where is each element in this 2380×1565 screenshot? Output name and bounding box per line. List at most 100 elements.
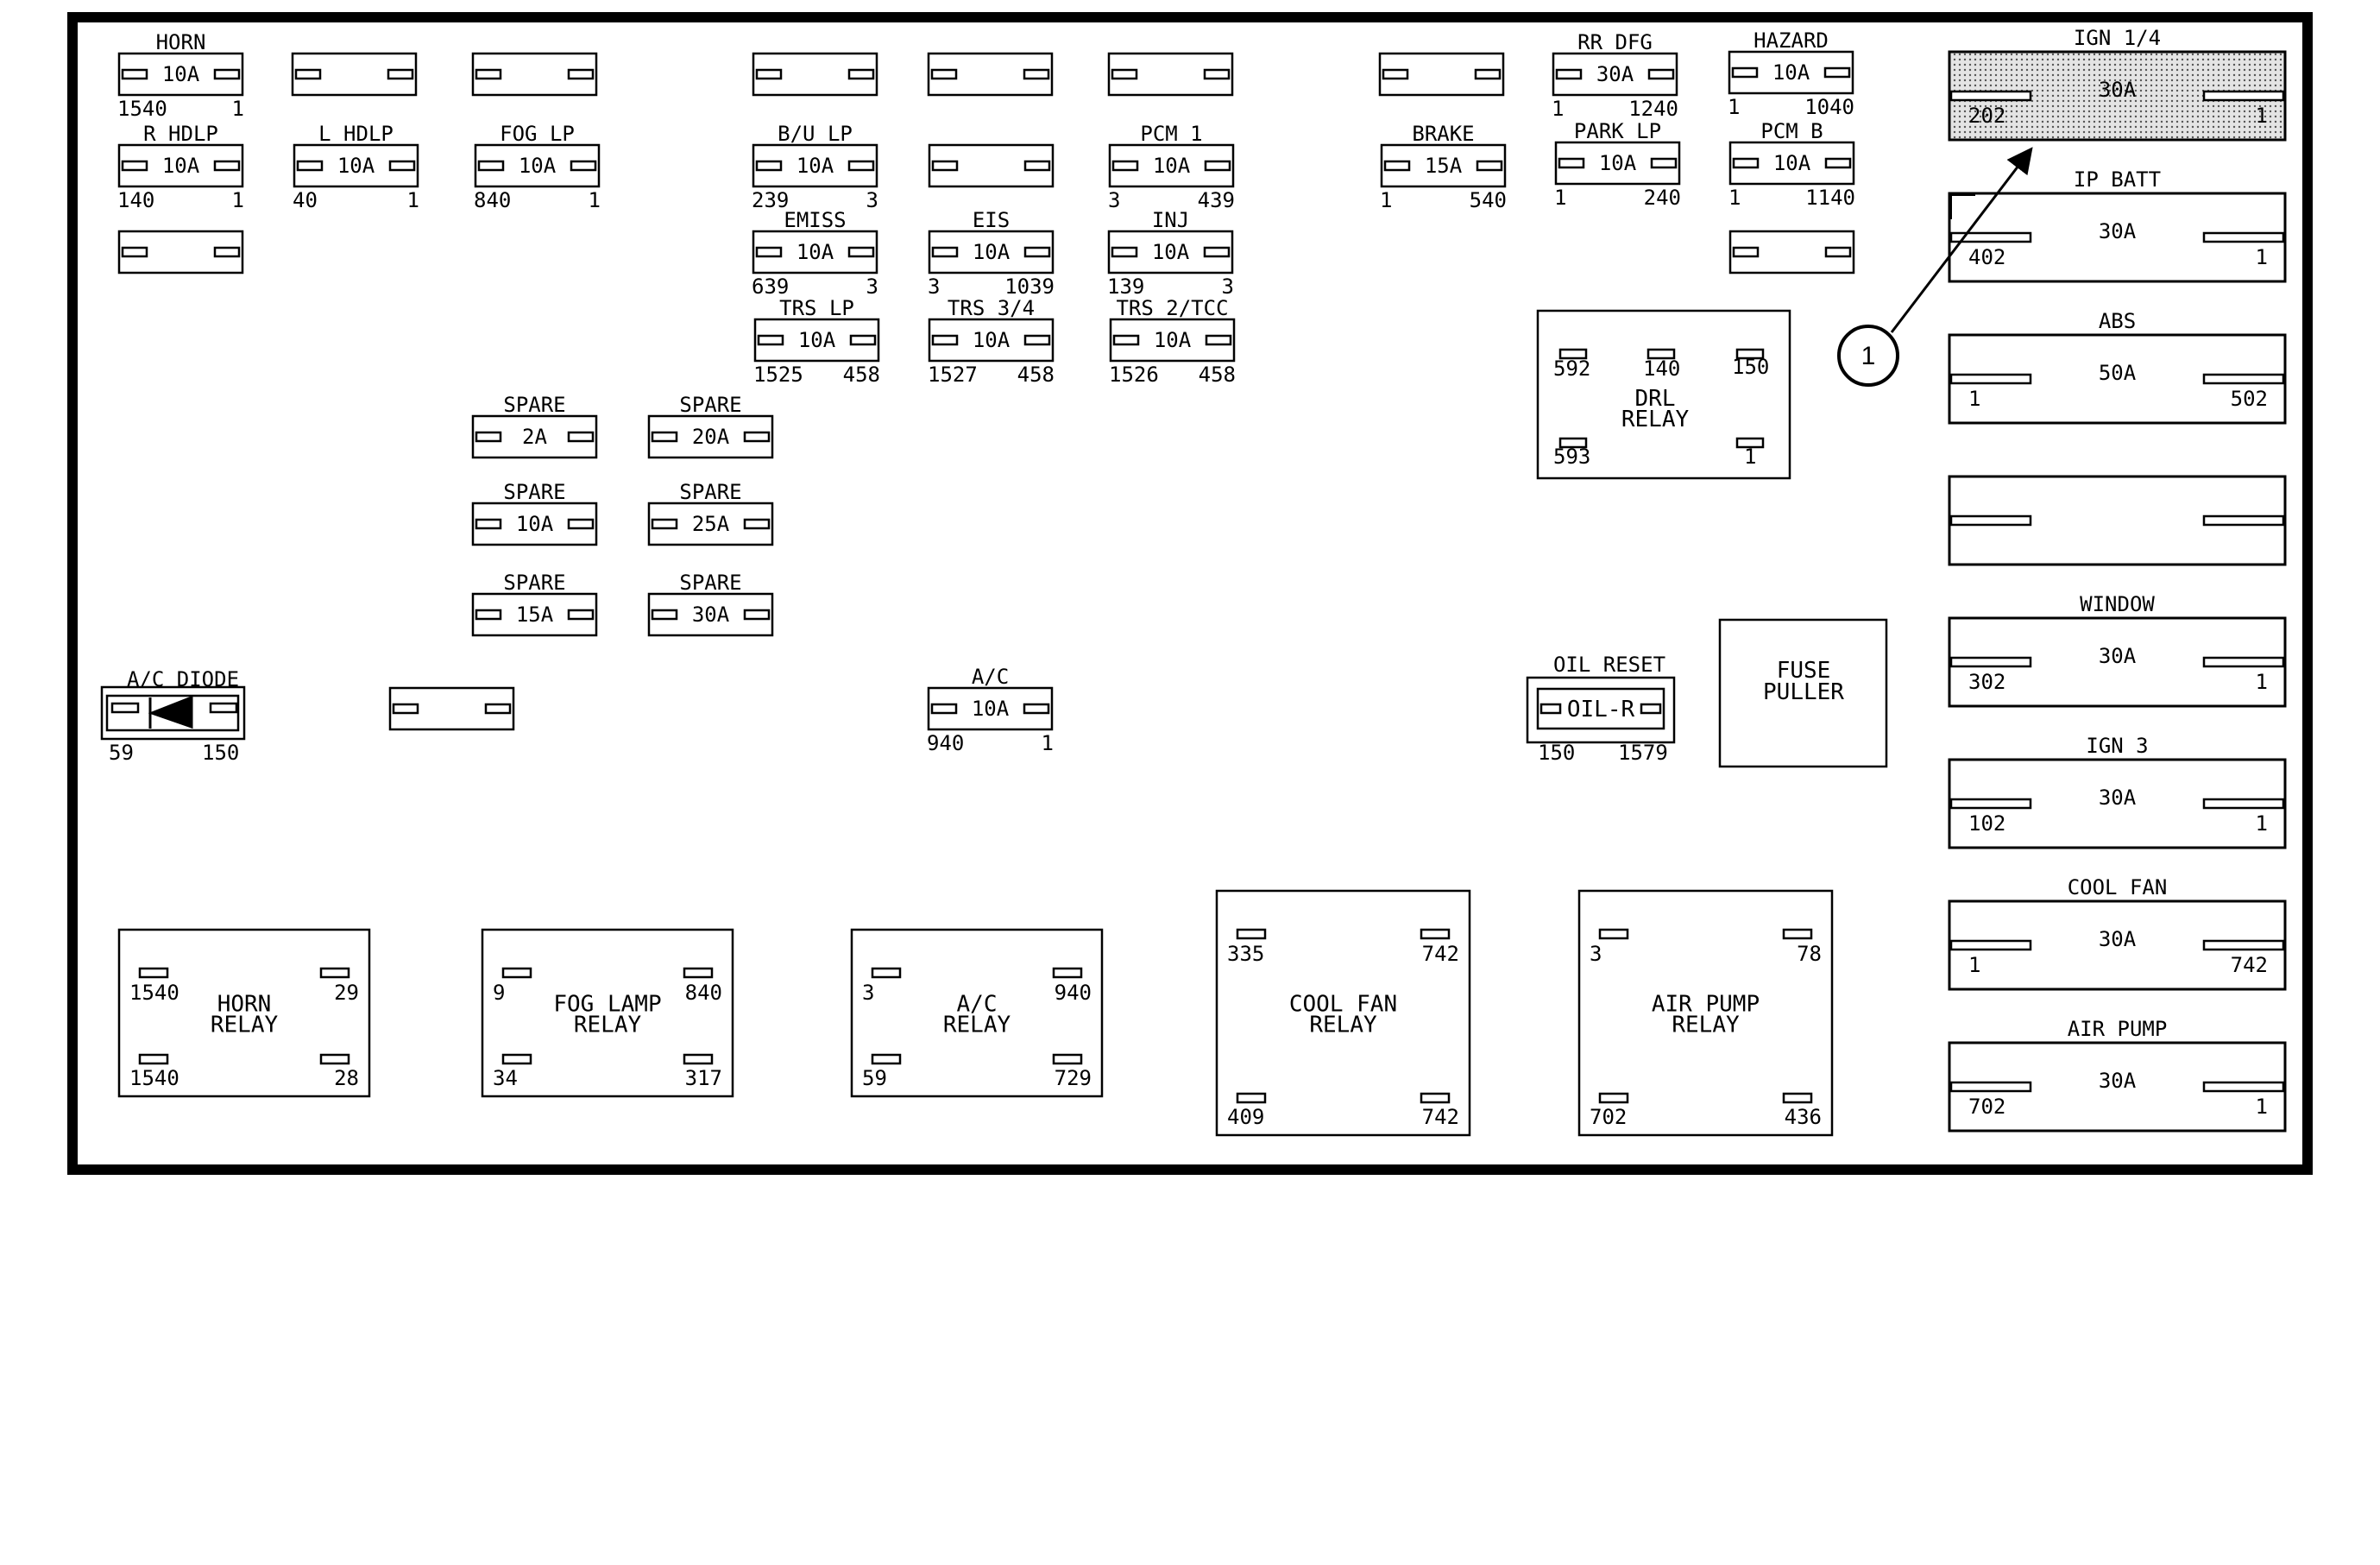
fuse-left-terminal: 3 <box>1108 188 1120 212</box>
oil-reset-jumper: OIL RESET OIL-R 150 1579 <box>1526 653 1676 765</box>
relay-terminal: 317 <box>685 1066 722 1090</box>
fuse-rating: 10A <box>162 154 200 178</box>
mini-fuse[interactable]: TRS 2/TCC 10A 1526 458 <box>1109 296 1236 387</box>
fuse-rating: 10A <box>1154 328 1192 352</box>
fuse-label: SPARE <box>503 480 565 504</box>
maxi-fuse[interactable] <box>1948 475 2287 566</box>
fuse-label: TRS 3/4 <box>948 296 1035 320</box>
fuse-rating: 10A <box>972 697 1010 721</box>
maxi-fuse-left-terminal: 402 <box>1968 245 2005 269</box>
fuse-left-terminal: 1526 <box>1109 363 1159 387</box>
mini-fuse[interactable] <box>117 230 244 275</box>
fuse-right-terminal: 1 <box>232 188 244 212</box>
relay-name-line1: AIR PUMP <box>1652 992 1760 1018</box>
maxi-fuse-rating: 30A <box>2099 644 2137 668</box>
drl-relay-terminal: 1 <box>1744 445 1756 469</box>
mini-fuse[interactable] <box>291 52 418 97</box>
mini-fuse[interactable] <box>1378 52 1505 97</box>
oil-reset-inner-label: OIL-R <box>1567 697 1635 723</box>
relay-terminal: 3 <box>862 981 874 1005</box>
relay-terminal: 940 <box>1055 981 1092 1005</box>
maxi-fuse-label: AIR PUMP <box>2068 1017 2168 1041</box>
fuse-label: SPARE <box>679 480 741 504</box>
relay-name-line2: RELAY <box>1672 1013 1740 1038</box>
drl-relay-terminal: 592 <box>1553 357 1590 381</box>
fuse-rating: 15A <box>1425 154 1463 178</box>
maxi-fuse-right-terminal: 1 <box>2256 811 2268 836</box>
maxi-fuse-right-terminal: 742 <box>2231 953 2268 977</box>
relay-terminal: 28 <box>334 1066 359 1090</box>
fuse-label: HAZARD <box>1754 28 1829 53</box>
maxi-fuse-left-terminal: 1 <box>1968 953 1980 977</box>
maxi-fuse-left-terminal: 102 <box>1968 811 2005 836</box>
fuse-rating: 10A <box>1599 151 1637 175</box>
relay-name-line1: A/C <box>957 992 998 1018</box>
mini-fuse[interactable] <box>752 52 878 97</box>
fuse-right-terminal: 540 <box>1470 188 1507 212</box>
fuse-left-terminal: 139 <box>1107 275 1144 299</box>
callout-1: 1 <box>1837 147 2033 387</box>
fuse-label: SPARE <box>503 571 565 595</box>
fuse-right-terminal: 458 <box>1199 363 1236 387</box>
fuse-right-terminal: 1 <box>232 97 244 121</box>
fuse-rating: 10A <box>519 154 557 178</box>
mini-fuse[interactable] <box>1107 52 1234 97</box>
fuse-left-terminal: 1525 <box>753 363 803 387</box>
fuse-label: TRS 2/TCC <box>1116 296 1228 320</box>
fuse-left-terminal: 1 <box>1554 186 1566 210</box>
fuse-puller-line1: FUSE <box>1777 658 1831 684</box>
maxi-fuse-left-terminal: 302 <box>1968 670 2005 694</box>
fuse-right-terminal: 1 <box>589 188 601 212</box>
mini-fuse[interactable] <box>388 686 515 731</box>
fuse-puller[interactable]: FUSE PULLER <box>1718 618 1888 768</box>
maxi-fuse-left-terminal: 702 <box>1968 1095 2005 1119</box>
mini-fuse[interactable] <box>471 52 598 97</box>
mini-fuse[interactable] <box>1728 230 1855 275</box>
drl-relay-line2: RELAY <box>1621 407 1690 432</box>
drl-relay-line1: DRL <box>1635 386 1676 412</box>
fuse-rating: 10A <box>796 240 834 264</box>
mini-fuse[interactable] <box>927 52 1054 97</box>
mini-fuse[interactable] <box>928 143 1055 188</box>
drl-relay-terminal: 150 <box>1732 355 1769 379</box>
fuse-left-terminal: 639 <box>752 275 789 299</box>
relay-name-line1: HORN <box>217 992 272 1018</box>
fuse-label: FOG LP <box>500 122 575 146</box>
fuse-right-terminal: 3 <box>866 275 878 299</box>
fuse-right-terminal: 439 <box>1198 188 1235 212</box>
fuse-right-terminal: 1140 <box>1805 186 1855 210</box>
relay-terminal: 78 <box>1797 942 1822 966</box>
